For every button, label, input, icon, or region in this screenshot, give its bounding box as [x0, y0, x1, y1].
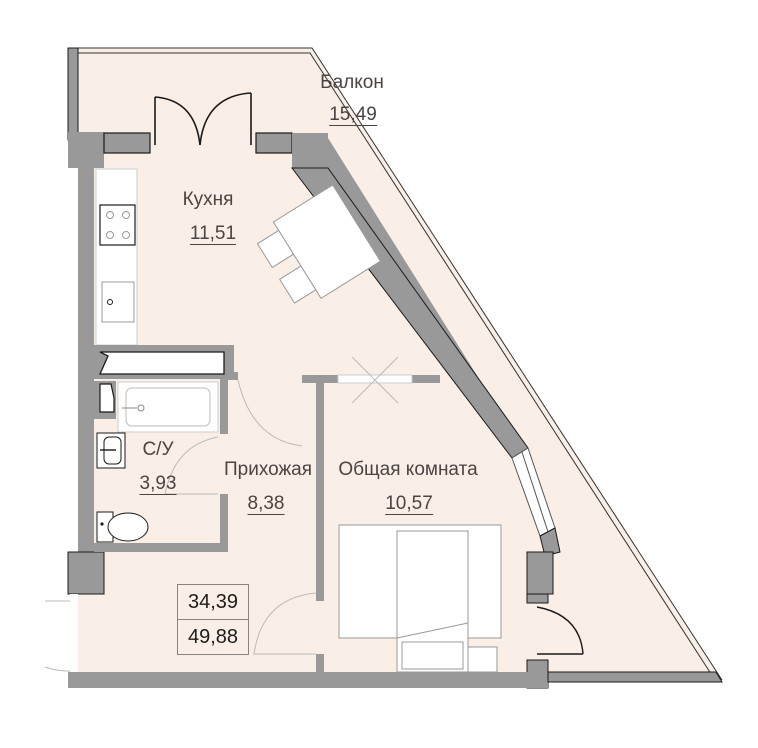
sink-icon: [101, 281, 135, 323]
wall-balcony-bottom: [547, 671, 723, 683]
wall-living-top: [302, 375, 338, 383]
room-name-hallway: Прихожая: [223, 459, 313, 480]
bathtub-icon: [117, 381, 219, 433]
wall-door-jamb: [526, 593, 549, 604]
wall-bathroom-right: [220, 379, 228, 434]
total-area-value: 49,88: [178, 619, 248, 654]
wall-pier-bottom-left: [67, 551, 105, 595]
ventilation-shaft: [98, 351, 225, 375]
wall-pier-right: [292, 133, 328, 169]
balcony-door-icon: [154, 92, 252, 146]
wall-bathroom-bottom: [94, 543, 228, 552]
wall-balcony-left: [67, 47, 79, 141]
wall-kitchen-top-left: [103, 132, 151, 154]
room-name-living-room: Общая комната: [338, 459, 478, 480]
room-name-kitchen: Кухня: [182, 189, 234, 210]
window-interior: [337, 374, 413, 384]
room-area-kitchen: 11,51: [189, 223, 237, 245]
room-area-hallway: 8,38: [247, 493, 285, 515]
room-area-balcony: 15,49: [329, 104, 377, 126]
kitchen-door-icon: [237, 379, 303, 447]
wall-living-left: [316, 383, 324, 601]
room-name-bathroom: С/У: [142, 439, 174, 460]
living-area-value: 34,39: [187, 591, 239, 613]
wall-pier-right-lower: [526, 551, 554, 595]
balcony-railing: [78, 47, 723, 681]
room-name-balcony: Балкон: [320, 72, 384, 93]
wall-pier-left: [68, 132, 104, 168]
room-area-living-room: 10,57: [385, 493, 433, 515]
wall-bottom-exterior: [68, 672, 548, 688]
wall-left-exterior: [78, 168, 94, 552]
wall-living-left-bottom: [316, 654, 324, 672]
wall-hall-kitchen: [228, 372, 238, 380]
wall-living-top-right: [412, 375, 440, 383]
balcony-railing-inner: [78, 52, 716, 681]
living-door-icon: [253, 592, 317, 655]
stove-icon: [99, 204, 136, 246]
dining-table-icon: [256, 184, 382, 304]
room-area-bathroom: 3,93: [139, 473, 177, 495]
wall-diagonal-lower: [539, 527, 561, 557]
balcony-side-door-icon: [536, 606, 584, 655]
wall-bathroom-right-lower: [220, 494, 228, 550]
apartment-floor: [78, 48, 722, 680]
wall-kitchen-top-right: [255, 132, 293, 154]
bathroom-door-icon: [164, 436, 219, 495]
bed-icon: [338, 524, 502, 673]
area-totals-box: 34,39 49,88: [177, 584, 249, 655]
toilet-icon: [96, 511, 149, 543]
